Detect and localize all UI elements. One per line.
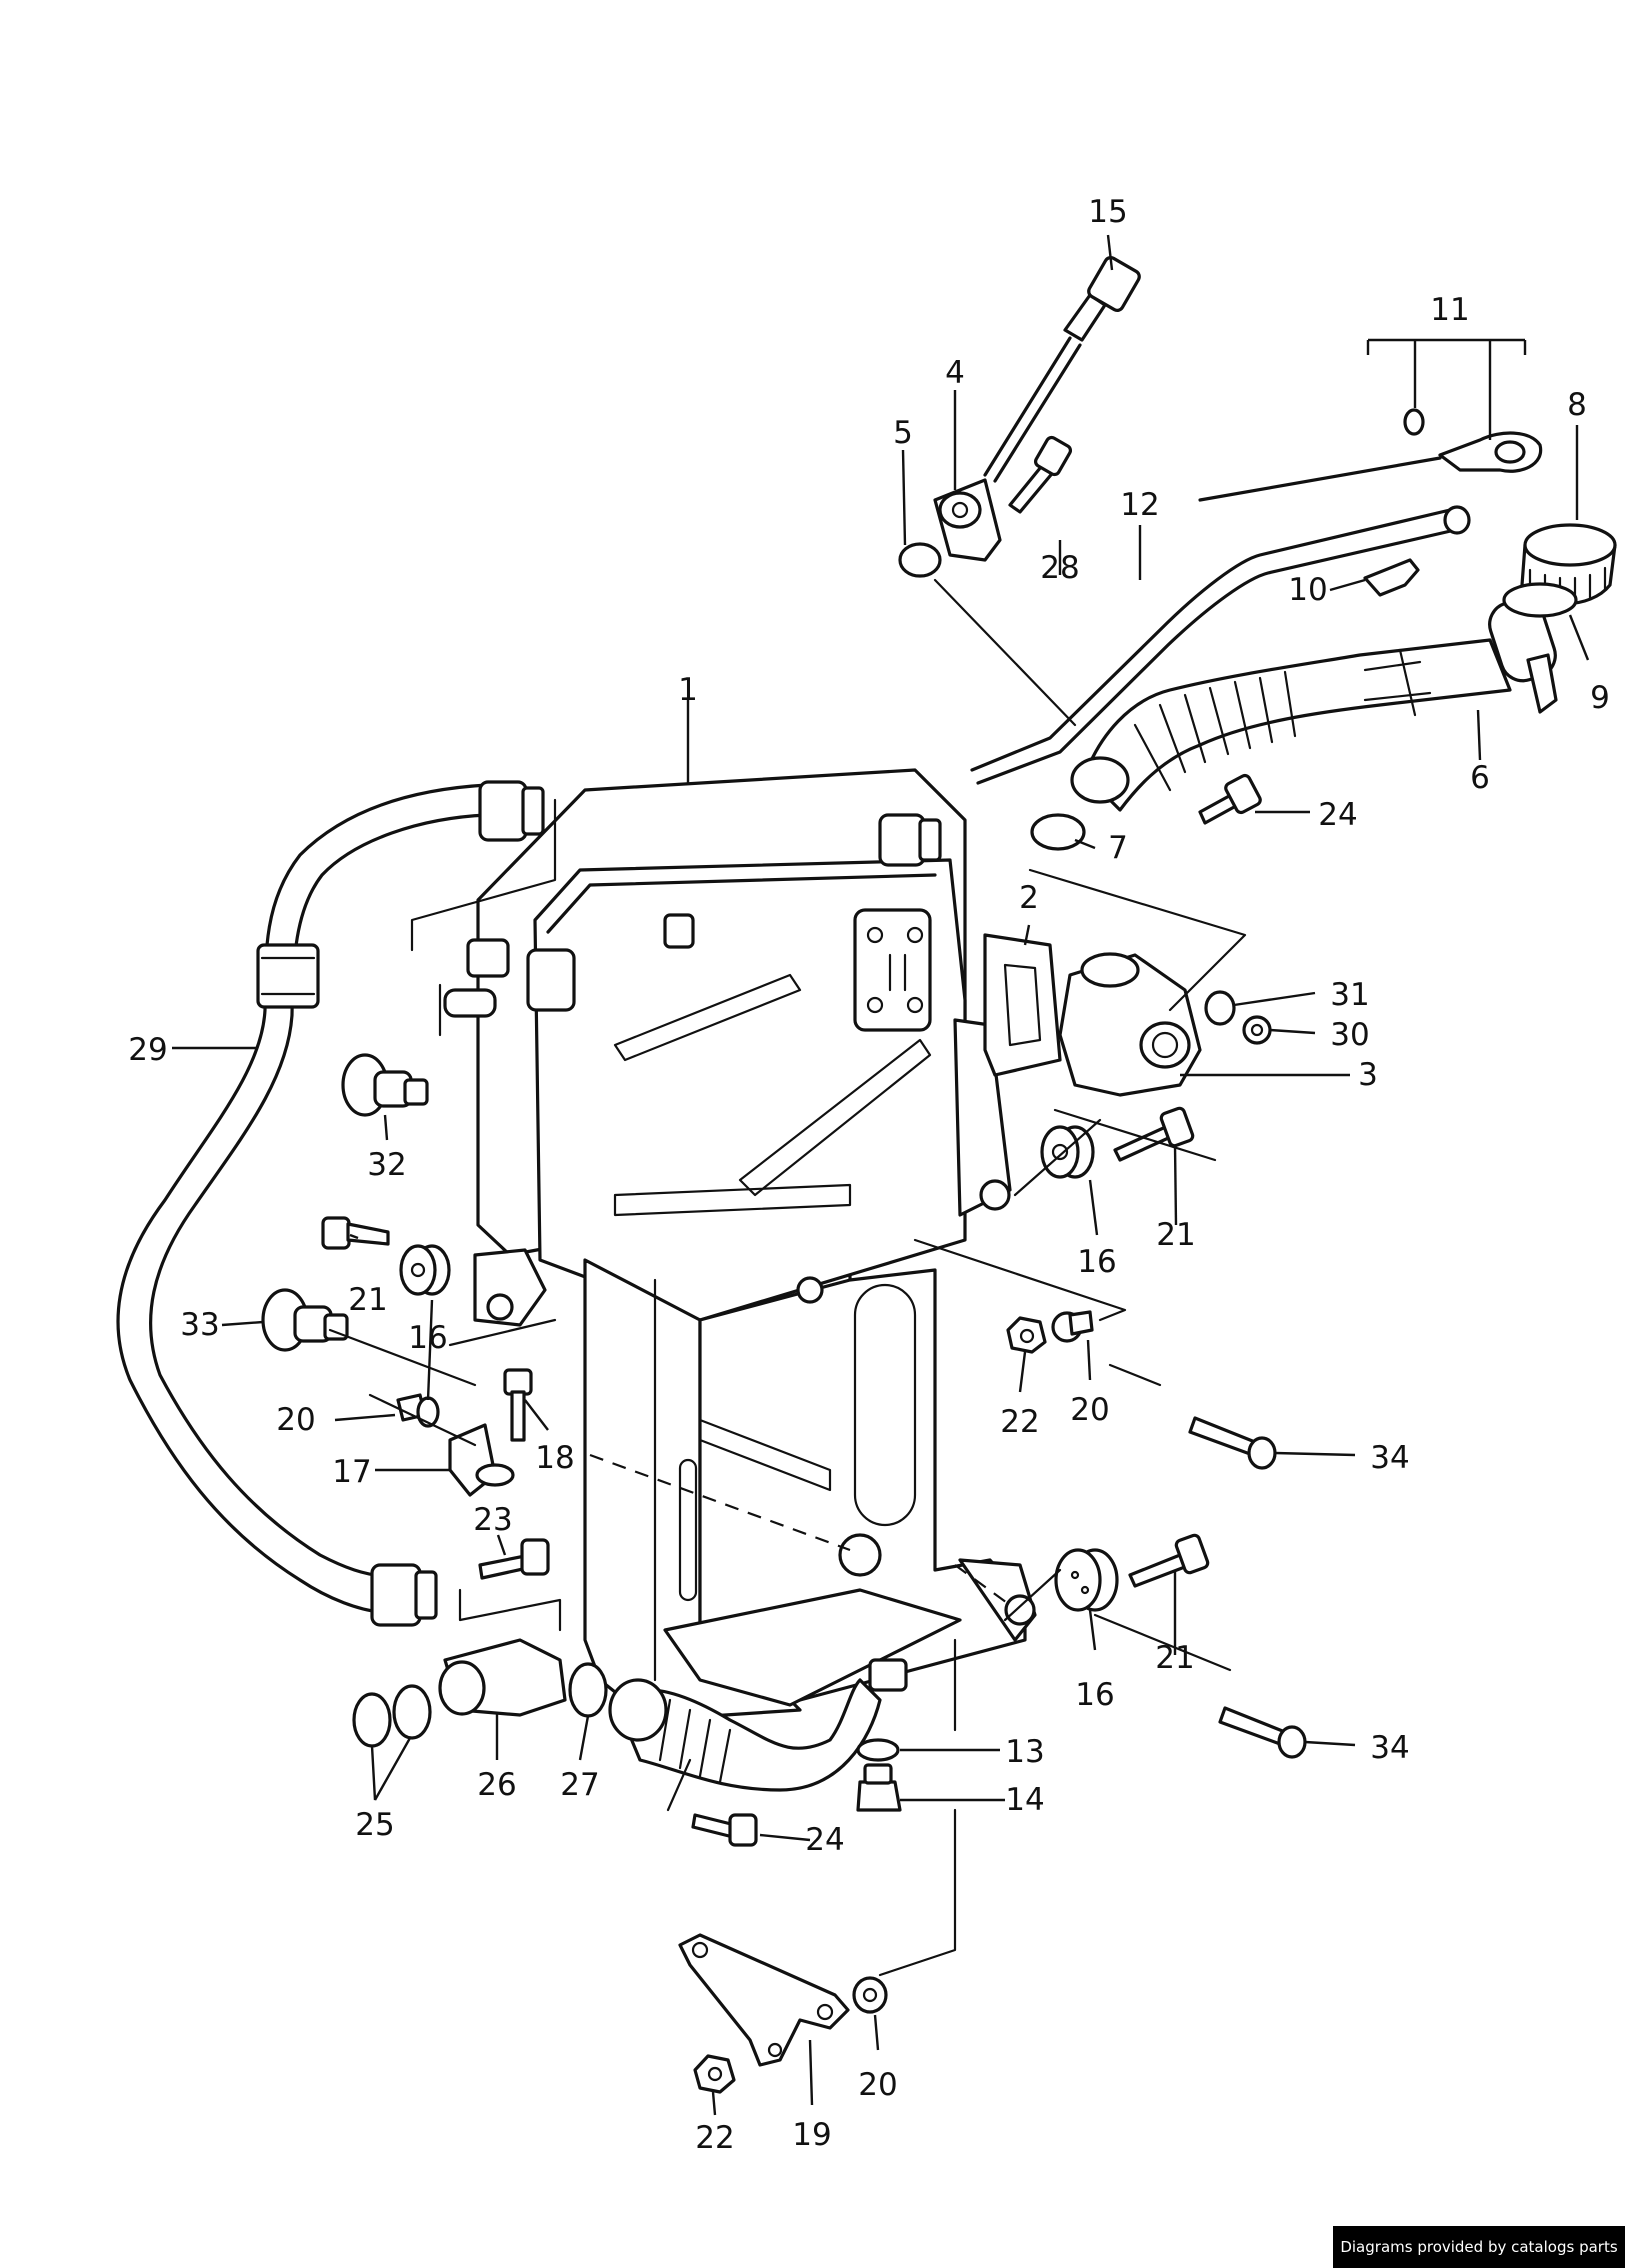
callout-12: 12 [1120, 487, 1159, 523]
bolt-23 [478, 1538, 550, 1580]
bolt-24-upper [1198, 773, 1262, 825]
callout-16a: 16 [1077, 1244, 1116, 1280]
gasket-2 [983, 933, 1062, 1077]
seal-25b [392, 1684, 432, 1740]
hose-29 [116, 780, 545, 1627]
callout-9: 9 [1590, 680, 1610, 716]
credit-banner: Diagrams provided by catalogs parts [1333, 2226, 1625, 2268]
callout-25: 25 [355, 1807, 394, 1843]
callout-27: 27 [560, 1767, 599, 1803]
bracket-17 [448, 1423, 515, 1497]
bolt-20-right [1051, 1310, 1094, 1343]
callout-6: 6 [1470, 760, 1490, 796]
bolt-24-lower [691, 1813, 758, 1847]
bushing-16-left [399, 1244, 451, 1296]
callout-23: 23 [473, 1502, 512, 1538]
callout-3: 3 [1358, 1057, 1378, 1093]
callout-8: 8 [1567, 387, 1587, 423]
screw-34-upper [1188, 1416, 1277, 1470]
callout-34a: 34 [1370, 1440, 1409, 1476]
pipe-lower [608, 1678, 882, 1792]
callout-19: 19 [792, 2117, 831, 2153]
callout-5: 5 [893, 415, 913, 451]
guide-lines [328, 578, 1247, 1977]
washer-13 [856, 1738, 900, 1762]
seal-9 [1502, 582, 1578, 618]
bolt-20-bottom [852, 1976, 888, 2014]
bolt-21-lower [1128, 1533, 1210, 1588]
hose-fitting-top [478, 780, 545, 842]
callout-17: 17 [332, 1454, 371, 1490]
callout-2: 2 [1019, 880, 1039, 916]
callout-10: 10 [1288, 572, 1327, 608]
bolt-21-left [321, 1216, 390, 1250]
seal-5 [898, 542, 942, 578]
callout-20b: 20 [1070, 1392, 1109, 1428]
fitting-26 [438, 1638, 567, 1717]
callout-26: 26 [477, 1767, 516, 1803]
callout-31: 31 [1330, 977, 1369, 1013]
callout-28: 28 [1040, 550, 1079, 586]
bushing-16-upper [1040, 1125, 1095, 1179]
callout-32: 32 [367, 1147, 406, 1183]
nut-30 [1242, 1015, 1272, 1045]
clip-10 [1363, 558, 1420, 597]
callout-7: 7 [1108, 830, 1128, 866]
callout-24a: 24 [1318, 797, 1357, 833]
callout-34b: 34 [1370, 1730, 1409, 1766]
callout-11: 11 [1430, 292, 1469, 328]
callout-21c: 21 [1155, 1640, 1194, 1676]
bracket-19 [678, 1933, 850, 2067]
callout-16b: 16 [408, 1320, 447, 1356]
callout-14: 14 [1005, 1782, 1044, 1818]
leader-lines [172, 234, 1590, 2116]
callout-21b: 21 [348, 1282, 387, 1318]
dipstick-11 [1198, 408, 1543, 502]
o-ring-7 [1030, 813, 1086, 851]
drain-plug-14 [856, 1763, 902, 1812]
callout-22a: 22 [1000, 1404, 1039, 1440]
nut-22-upper [1006, 1316, 1047, 1354]
bolt-21-upper [1113, 1106, 1195, 1162]
callout-29: 29 [128, 1032, 167, 1068]
filler-clip [1526, 653, 1558, 714]
nut-22-lower [693, 2054, 736, 2094]
callout-18: 18 [535, 1440, 574, 1476]
seal-25a [352, 1692, 392, 1748]
callout-24b: 24 [805, 1822, 844, 1858]
hose-sleeve [256, 943, 320, 1009]
oil-cooler-1 [443, 768, 1037, 1722]
callout-33: 33 [180, 1307, 219, 1343]
callout-1: 1 [678, 672, 698, 708]
thermostat-housing-3 [1058, 952, 1202, 1097]
callout-30: 30 [1330, 1017, 1369, 1053]
bolt-28 [1008, 435, 1073, 514]
bolt-18 [503, 1368, 533, 1442]
seal-27 [568, 1662, 608, 1718]
callout-22b: 22 [695, 2120, 734, 2156]
callout-13: 13 [1005, 1734, 1044, 1770]
valve-32 [341, 1053, 429, 1117]
sensor-15 [983, 256, 1141, 483]
callout-16c: 16 [1075, 1677, 1114, 1713]
callout-15: 15 [1088, 194, 1127, 230]
callout-20c: 20 [858, 2067, 897, 2103]
valve-33 [261, 1288, 349, 1352]
bushing-16-lower [1054, 1548, 1119, 1612]
callout-21a: 21 [1156, 1217, 1195, 1253]
screw-34-lower [1218, 1706, 1307, 1759]
callout-4: 4 [945, 355, 965, 391]
sender-4 [933, 478, 1002, 562]
hose-fitting-bottom [370, 1563, 438, 1627]
o-ring-31 [1204, 990, 1236, 1026]
guide-tube-12 [970, 505, 1471, 785]
callout-20a: 20 [276, 1402, 315, 1438]
